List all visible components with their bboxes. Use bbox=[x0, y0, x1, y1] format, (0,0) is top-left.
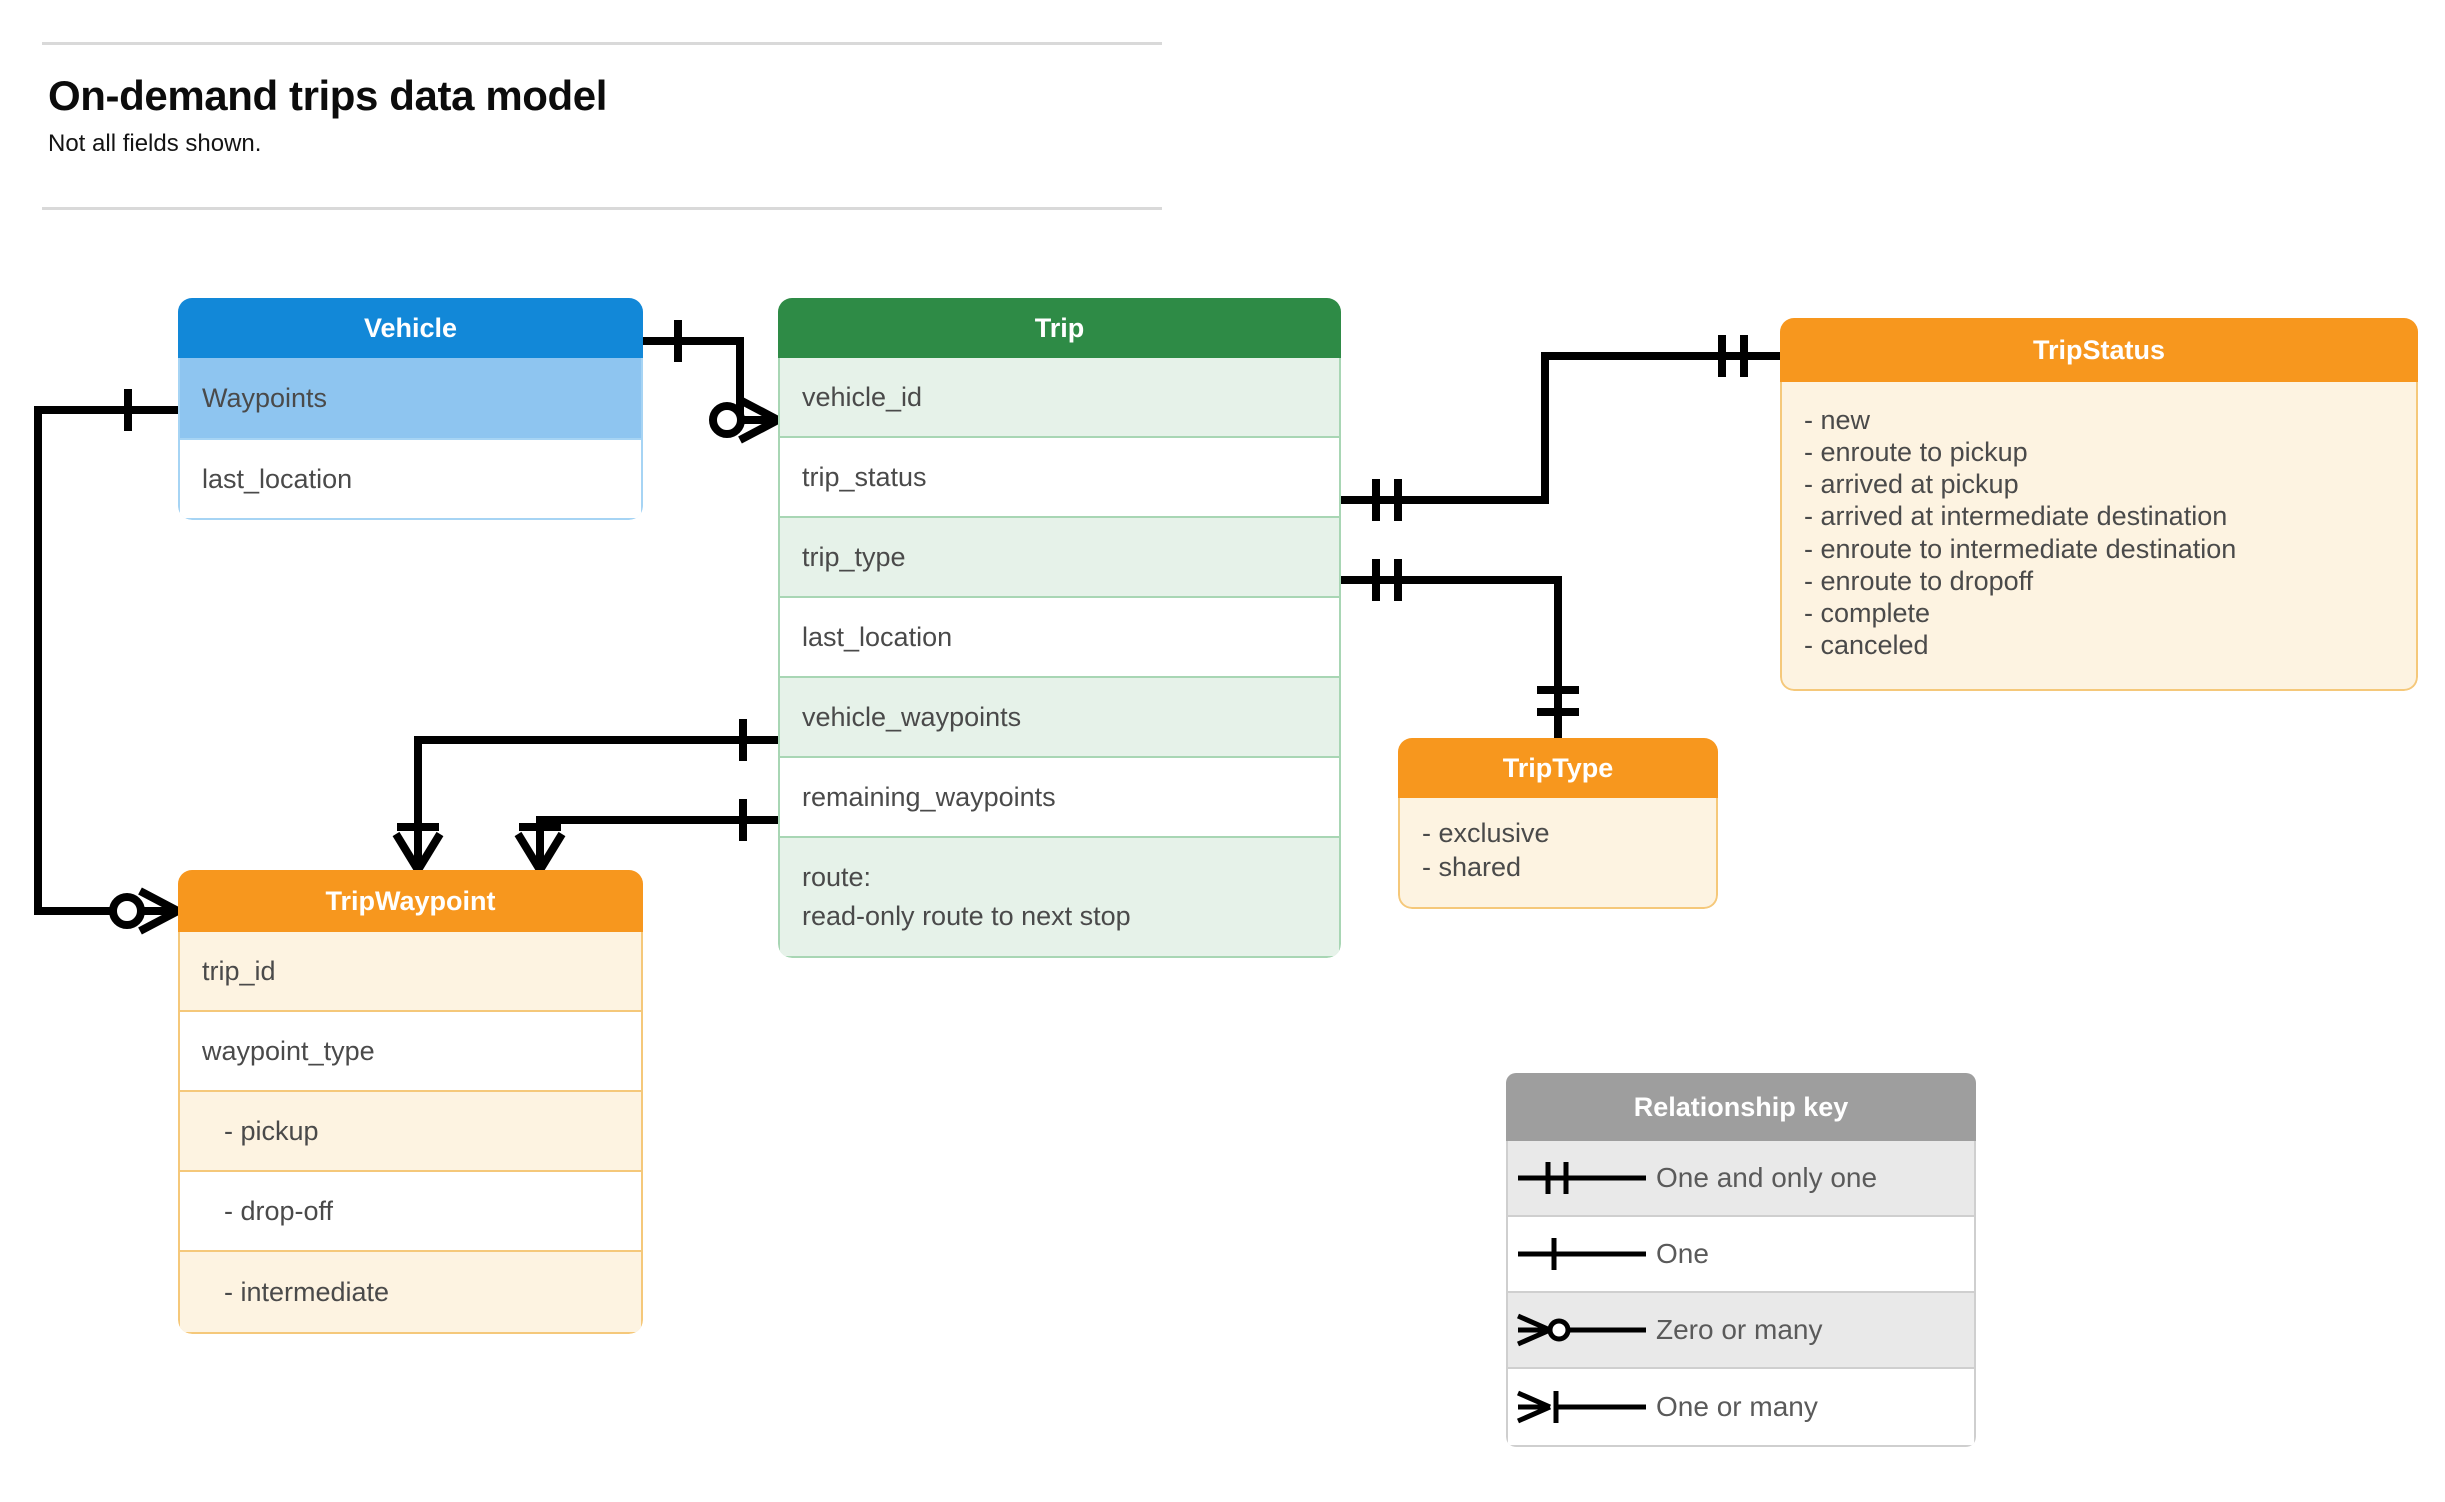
entity-tripstatus[interactable]: TripStatus - new - enroute to pickup - a… bbox=[1780, 318, 2418, 691]
legend-label-one-and-only-one: One and only one bbox=[1656, 1162, 1878, 1193]
entity-tripwaypoint[interactable]: TripWaypoint trip_id waypoint_type - pic… bbox=[178, 870, 643, 1334]
legend-body: One and only one One bbox=[1506, 1141, 1976, 1447]
entity-triptype-body: - exclusive - shared bbox=[1398, 798, 1718, 909]
entity-trip-body: vehicle_id trip_status trip_type last_lo… bbox=[778, 358, 1341, 958]
legend-row-zero-or-many: Zero or many bbox=[1508, 1293, 1974, 1369]
entity-trip[interactable]: Trip vehicle_id trip_status trip_type la… bbox=[778, 298, 1341, 958]
header-divider-bottom bbox=[42, 207, 1162, 210]
triptype-value-shared: - shared bbox=[1422, 852, 1522, 883]
field-tripwaypoint-trip-id[interactable]: trip_id bbox=[180, 932, 641, 1012]
entity-vehicle[interactable]: Vehicle Waypoints last_location bbox=[178, 298, 643, 520]
tripstatus-value-new: - new bbox=[1804, 405, 1871, 435]
legend-row-one-and-only-one: One and only one bbox=[1508, 1141, 1974, 1217]
field-trip-last-location[interactable]: last_location bbox=[780, 598, 1339, 678]
page-subtitle: Not all fields shown. bbox=[48, 130, 262, 157]
entity-tripstatus-body: - new - enroute to pickup - arrived at p… bbox=[1780, 382, 2418, 691]
tripstatus-value-canceled: - canceled bbox=[1804, 629, 1929, 660]
field-trip-trip-status[interactable]: trip_status bbox=[780, 438, 1339, 518]
entity-tripstatus-title: TripStatus bbox=[1780, 318, 2418, 382]
legend-row-one-or-many: One or many bbox=[1508, 1369, 1974, 1445]
entity-tripwaypoint-title: TripWaypoint bbox=[178, 870, 643, 932]
legend-row-one: One bbox=[1508, 1217, 1974, 1293]
one-and-only-one-icon bbox=[1508, 1156, 1656, 1200]
entity-vehicle-title: Vehicle bbox=[178, 298, 643, 358]
legend-label-zero-or-many: Zero or many bbox=[1656, 1314, 1823, 1345]
triptype-value-exclusive: - exclusive bbox=[1422, 818, 1550, 848]
tripstatus-value-enroute-dropoff: - enroute to dropoff bbox=[1804, 565, 2034, 596]
legend-label-one: One bbox=[1656, 1238, 1709, 1269]
field-trip-route-note: read-only route to next stop bbox=[802, 901, 1131, 932]
entity-vehicle-body: Waypoints last_location bbox=[178, 358, 643, 520]
zero-or-many-icon bbox=[1508, 1308, 1656, 1352]
waypoint-type-value-intermediate: - intermediate bbox=[180, 1252, 641, 1332]
one-icon bbox=[1508, 1232, 1656, 1276]
legend-title: Relationship key bbox=[1506, 1073, 1976, 1141]
entity-triptype-title: TripType bbox=[1398, 738, 1718, 798]
field-trip-vehicle-id[interactable]: vehicle_id bbox=[780, 358, 1339, 438]
field-vehicle-last-location[interactable]: last_location bbox=[180, 438, 641, 518]
waypoint-type-value-drop-off: - drop-off bbox=[180, 1172, 641, 1252]
entity-tripwaypoint-body: trip_id waypoint_type - pickup - drop-of… bbox=[178, 932, 643, 1334]
entity-trip-title: Trip bbox=[778, 298, 1341, 358]
tripstatus-value-arrived-pickup: - arrived at pickup bbox=[1804, 469, 2019, 500]
field-trip-vehicle-waypoints[interactable]: vehicle_waypoints bbox=[780, 678, 1339, 758]
field-trip-remaining-waypoints[interactable]: remaining_waypoints bbox=[780, 758, 1339, 838]
tripstatus-value-enroute-intermediate: - enroute to intermediate destination bbox=[1804, 533, 2237, 564]
field-trip-route[interactable]: route: read-only route to next stop bbox=[780, 838, 1339, 956]
relationship-key-legend: Relationship key One and only one bbox=[1506, 1073, 1976, 1447]
header-divider-top bbox=[42, 42, 1162, 45]
entity-triptype[interactable]: TripType - exclusive - shared bbox=[1398, 738, 1718, 909]
tripstatus-value-arrived-intermediate: - arrived at intermediate destination bbox=[1804, 501, 2228, 532]
field-tripwaypoint-waypoint-type[interactable]: waypoint_type bbox=[180, 1012, 641, 1092]
tripstatus-value-enroute-pickup: - enroute to pickup bbox=[1804, 437, 2028, 468]
legend-label-one-or-many: One or many bbox=[1656, 1391, 1818, 1422]
tripstatus-value-complete: - complete bbox=[1804, 597, 1931, 628]
field-trip-trip-type[interactable]: trip_type bbox=[780, 518, 1339, 598]
waypoint-type-value-pickup: - pickup bbox=[180, 1092, 641, 1172]
field-vehicle-waypoints[interactable]: Waypoints bbox=[180, 358, 641, 438]
page-title: On-demand trips data model bbox=[48, 72, 607, 119]
one-or-many-icon bbox=[1508, 1385, 1656, 1429]
field-trip-route-label: route: bbox=[802, 862, 872, 892]
